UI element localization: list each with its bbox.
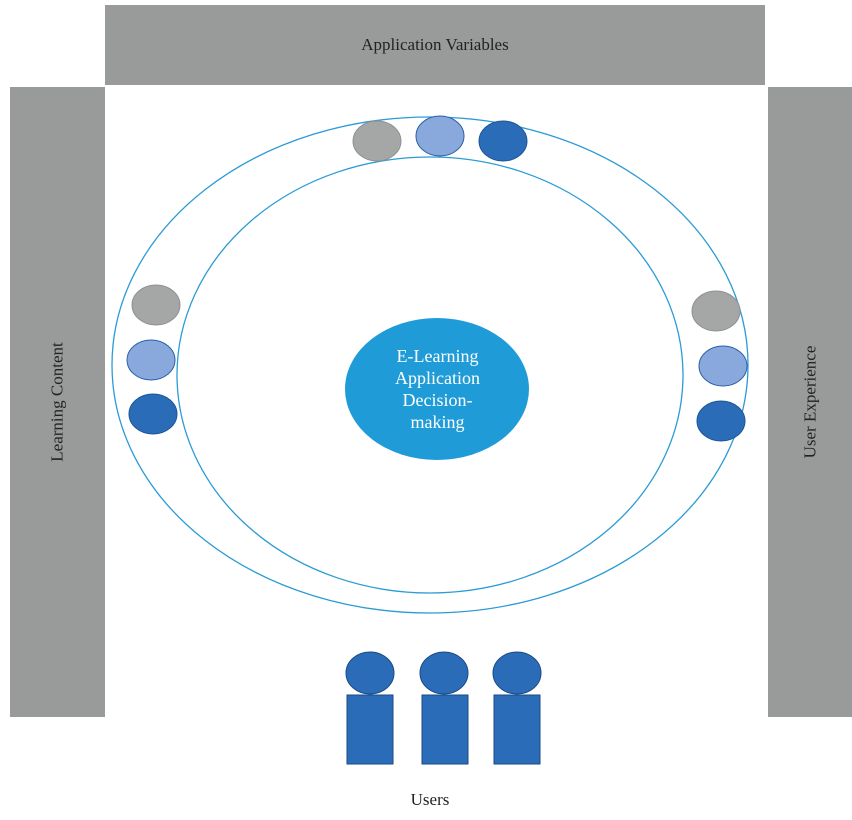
left-dot-gray	[131, 284, 181, 326]
left-dot-dark	[128, 393, 178, 435]
learning-content-bar: Learning Content	[10, 87, 105, 717]
user-figure	[492, 651, 542, 765]
inner-ring	[176, 156, 684, 594]
center-label: E-Learning Application Decision-making	[395, 346, 480, 432]
user-body	[493, 694, 541, 765]
right-dot-dark	[696, 400, 746, 442]
right-dot-gray	[691, 290, 741, 332]
user-head	[419, 651, 469, 695]
top-dot-gray	[352, 120, 402, 162]
user-head	[492, 651, 542, 695]
application-variables-label: Application Variables	[361, 35, 509, 54]
top-dot-dark	[478, 120, 528, 162]
left-dot-light	[126, 339, 176, 381]
center-circle	[345, 318, 529, 460]
center-label-box: E-Learning Application Decision-making	[345, 318, 530, 460]
user-head	[345, 651, 395, 695]
users-label: Users	[410, 790, 450, 809]
application-variables-bar: Application Variables	[105, 5, 765, 85]
user-body	[421, 694, 469, 765]
top-dot-light	[415, 115, 465, 157]
right-dot-light	[698, 345, 748, 387]
user-figure	[345, 651, 395, 765]
user-experience-bar: User Experience	[768, 87, 852, 717]
outer-ring	[111, 116, 749, 614]
user-figure	[419, 651, 469, 765]
user-body	[346, 694, 394, 765]
